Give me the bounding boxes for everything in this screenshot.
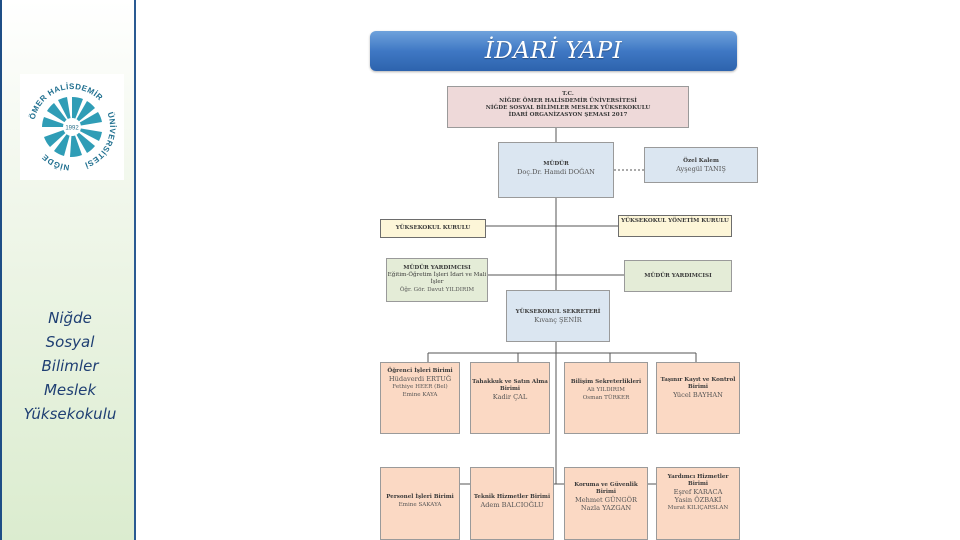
vice-director-right-title: MÜDÜR YARDIMCISI <box>644 273 712 279</box>
private-secretary-title: Özel Kalem <box>683 158 719 164</box>
school-secretary-box: YÜKSEKOKUL SEKRETERİ Kıvanç ŞENİR <box>506 290 610 342</box>
school-name-line: Niğde <box>48 309 92 327</box>
unit-person: Hüdaverdi ERTUĞ <box>388 375 452 383</box>
unit-title: Yardımcı Hizmetler Birimi <box>667 474 729 487</box>
council-box: YÜKSEKOKUL KURULU <box>380 219 486 238</box>
unit-title: Öğrenci İşleri Birimi <box>387 368 453 374</box>
unit-person: Osman TÜRKER <box>582 395 630 401</box>
school-name-line: Yüksekokulu <box>23 405 117 423</box>
board-box: YÜKSEKOKUL YÖNETİM KURULU <box>618 215 732 237</box>
director-title: MÜDÜR <box>543 161 569 167</box>
vice-director-left-title: MÜDÜR YARDIMCISI <box>403 265 471 271</box>
unit-box: Teknik Hizmetler Birimi Adem BALCIOĞLU <box>470 467 554 540</box>
vice-director-left-person: Öğr. Gör. Davut YILDIRIM <box>399 287 475 293</box>
school-name-line: Bilimler <box>41 357 99 375</box>
school-secretary-title: YÜKSEKOKUL SEKRETERİ <box>515 309 601 315</box>
unit-person: Ali YILDIRIM <box>587 387 625 393</box>
org-chart: T.C. NİĞDE ÖMER HALİSDEMİR ÜNİVERSİTESİ … <box>378 78 758 540</box>
board-title: YÜKSEKOKUL YÖNETİM KURULU <box>621 218 729 224</box>
unit-box: Bilişim Sekreterlikleri Ali YILDIRIM Osm… <box>564 362 648 434</box>
director-person: Doç.Dr. Hamdi DOĞAN <box>517 168 595 176</box>
unit-person: Yasin ÖZBAKİ <box>674 496 722 504</box>
unit-person: Mehmet GÜNGÖR <box>574 496 638 504</box>
unit-title: Taşınır Kayıt ve Kontrol Birimi <box>660 377 736 390</box>
unit-box: Personel İşleri Birimi Emine SAKAYA <box>380 467 460 540</box>
unit-title: Teknik Hizmetler Birimi <box>473 494 551 500</box>
chart-header-line: NİĞDE SOSYAL BİLİMLER MESLEK YÜKSEKOKULU <box>485 105 651 111</box>
unit-person: Fethiye HEER (Bel) <box>392 384 448 390</box>
logo-center-text: 1992 <box>65 126 79 132</box>
chart-header-line: NİĞDE ÖMER HALİSDEMİR ÜNİVERSİTESİ <box>499 98 637 104</box>
unit-person: Adem BALCIOĞLU <box>480 501 544 509</box>
vice-director-right-box: MÜDÜR YARDIMCISI <box>624 260 732 292</box>
unit-title: Personel İşleri Birimi <box>386 494 454 500</box>
unit-box: Tahakkuk ve Satın Alma Birimi Kadir ÇAL <box>470 362 550 434</box>
chart-header-line: T.C. <box>562 91 574 97</box>
unit-person: Yücel BAYHAN <box>673 391 723 399</box>
unit-person: Emine SAKAYA <box>398 502 442 508</box>
unit-person: Murat KILIÇARSLAN <box>667 505 729 511</box>
school-name-line: Sosyal <box>45 333 95 351</box>
unit-person: Eşref KARACA <box>673 488 723 496</box>
school-secretary-person: Kıvanç ŞENİR <box>534 316 582 324</box>
vice-director-left-sub: Eğitim-Öğretim İşleri İdari ve Mali İşle… <box>387 272 487 285</box>
unit-person: Emine KAYA <box>402 392 438 398</box>
unit-box: Taşınır Kayıt ve Kontrol Birimi Yücel BA… <box>656 362 740 434</box>
unit-person: Nazla YAZGAN <box>580 504 632 512</box>
unit-title: Bilişim Sekreterlikleri <box>570 379 642 385</box>
school-name-line: Meslek <box>43 381 97 399</box>
title-banner: İDARİ YAPI <box>370 31 737 71</box>
unit-box: Öğrenci İşleri Birimi Hüdaverdi ERTUĞ Fe… <box>380 362 460 434</box>
chart-header-box: T.C. NİĞDE ÖMER HALİSDEMİR ÜNİVERSİTESİ … <box>447 86 689 128</box>
private-secretary-box: Özel Kalem Ayşegül TANIŞ <box>644 147 758 183</box>
council-title: YÜKSEKOKUL KURULU <box>395 225 471 231</box>
unit-title: Tahakkuk ve Satın Alma Birimi <box>472 379 548 392</box>
sidebar: 1992 ÖMER HALİSDEMİR ÜNİVERSİTESİ NİĞDE … <box>0 0 136 540</box>
chart-header-line: İDARİ ORGANİZASYON ŞEMASI 2017 <box>508 112 628 118</box>
unit-person: Kadir ÇAL <box>492 393 528 401</box>
director-box: MÜDÜR Doç.Dr. Hamdi DOĞAN <box>498 142 614 198</box>
unit-box: Koruma ve Güvenlik Birimi Mehmet GÜNGÖR … <box>564 467 648 540</box>
unit-title: Koruma ve Güvenlik Birimi <box>574 482 638 495</box>
unit-box: Yardımcı Hizmetler Birimi Eşref KARACA Y… <box>656 467 740 540</box>
page-title: İDARİ YAPI <box>484 38 623 64</box>
school-name: Niğde Sosyal Bilimler Meslek Yüksekokulu <box>6 306 134 426</box>
vice-director-left-box: MÜDÜR YARDIMCISI Eğitim-Öğretim İşleri İ… <box>386 258 488 302</box>
private-secretary-person: Ayşegül TANIŞ <box>676 165 726 173</box>
university-logo: 1992 ÖMER HALİSDEMİR ÜNİVERSİTESİ NİĞDE <box>20 74 124 180</box>
